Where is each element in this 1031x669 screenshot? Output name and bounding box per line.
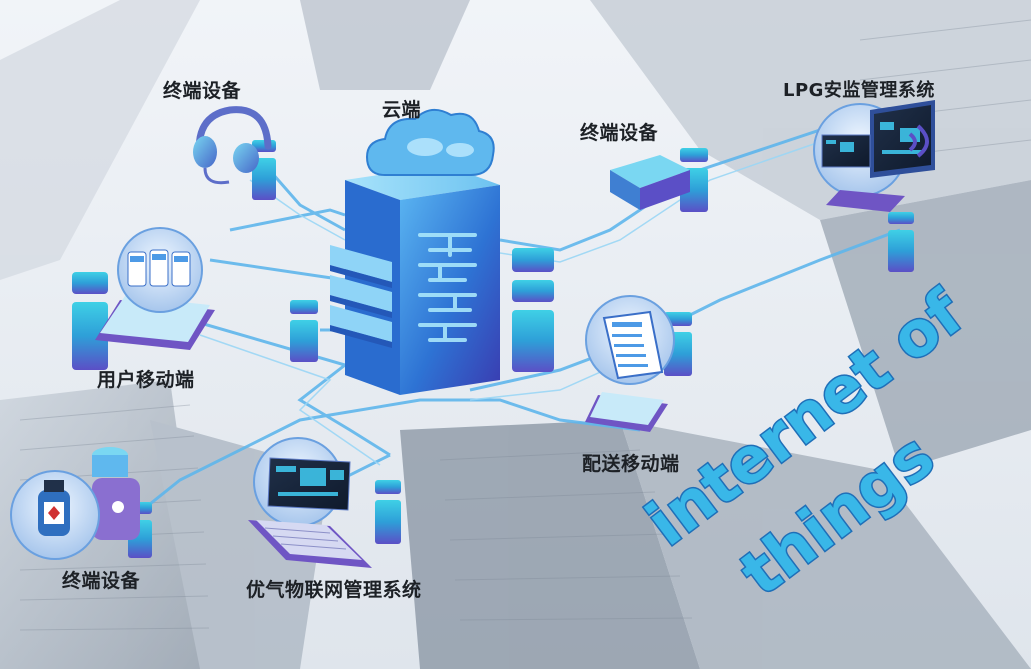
terminal-box-device [610, 155, 690, 210]
iot-system-label: 优气物联网管理系统 [246, 579, 422, 601]
user-mobile-label: 用户移动端 [97, 369, 195, 391]
lpg-system-label: LPG安监管理系统 [783, 80, 935, 101]
cloud-server [330, 108, 500, 395]
terminal-device-label-top-left: 终端设备 [163, 80, 242, 102]
delivery-mobile-device [585, 295, 675, 432]
lpg-monitor-device [813, 100, 935, 212]
iot-laptop-device [248, 437, 372, 568]
delivery-mobile-label: 配送移动端 [582, 453, 680, 475]
gas-cylinder-device [10, 447, 140, 560]
user-mobile-device [95, 227, 215, 350]
terminal-device-label-mid: 终端设备 [580, 122, 659, 144]
cloud-label: 云端 [382, 99, 422, 121]
terminal-device-label-bottom-left: 终端设备 [62, 570, 141, 592]
